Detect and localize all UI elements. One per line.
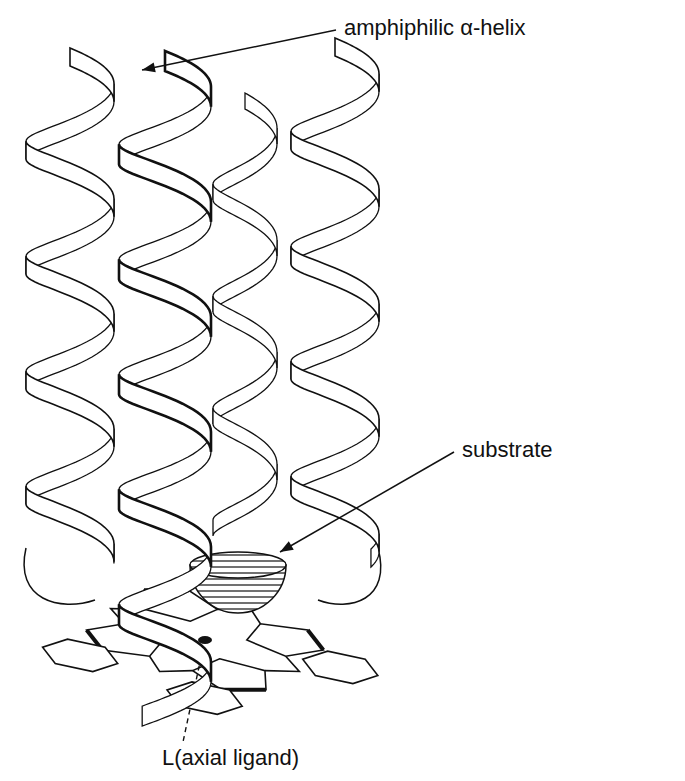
ribbon-front (213, 408, 277, 480)
ribbon-back (26, 314, 114, 390)
ribbon-back (291, 304, 379, 380)
callout-label: substrate (460, 438, 555, 462)
alpha-helix-left (26, 48, 114, 563)
ribbon-front (26, 141, 114, 217)
ribbon-back (26, 199, 114, 275)
ribbon-front (213, 184, 277, 256)
ribbon-front (119, 374, 211, 452)
ring-hexagon (43, 639, 118, 671)
ribbon-front (119, 489, 211, 567)
ribbon-front (213, 296, 277, 368)
ribbon-front (119, 144, 211, 222)
ribbon-back (291, 419, 379, 495)
ring-hexagon (303, 651, 378, 683)
alpha-helix-right (291, 38, 379, 567)
ribbon-front (245, 93, 277, 144)
ribbon-front (291, 131, 379, 207)
ribbon-front (291, 476, 379, 552)
ribbon-front (291, 246, 379, 322)
porphyrin-ring (43, 590, 378, 714)
ribbon-front (26, 371, 114, 447)
ribbon-front (26, 256, 114, 332)
meso-bridge (265, 656, 299, 671)
ribbon-front (70, 48, 114, 102)
ribbon-back (26, 84, 114, 160)
ribbon-back (142, 662, 211, 726)
ribbon-back (213, 352, 277, 424)
ribbon-back (213, 464, 277, 536)
callout-label: amphiphilic α-helix (342, 16, 527, 40)
ribbon-front (119, 259, 211, 337)
alpha-helix-back (213, 93, 277, 536)
ribbon-front (165, 51, 211, 107)
ribbon-front (26, 486, 114, 562)
pyrrole-ring (247, 624, 324, 657)
ribbon-back (291, 189, 379, 265)
ribbon-back (213, 128, 277, 200)
loop-line (24, 548, 95, 604)
ribbon-front (119, 604, 211, 682)
ribbon-back (26, 429, 114, 505)
pyrrole-edge (308, 630, 324, 650)
ribbon-back (291, 74, 379, 150)
ribbon-back (213, 240, 277, 312)
ribbon-front (335, 38, 379, 92)
meso-bridge (150, 656, 193, 671)
leader-arrow (280, 452, 454, 552)
callout-label: L(axial ligand) (160, 746, 301, 770)
ribbon-front (291, 361, 379, 437)
alpha-helix-front (119, 51, 211, 726)
leader-arrow (142, 30, 336, 72)
